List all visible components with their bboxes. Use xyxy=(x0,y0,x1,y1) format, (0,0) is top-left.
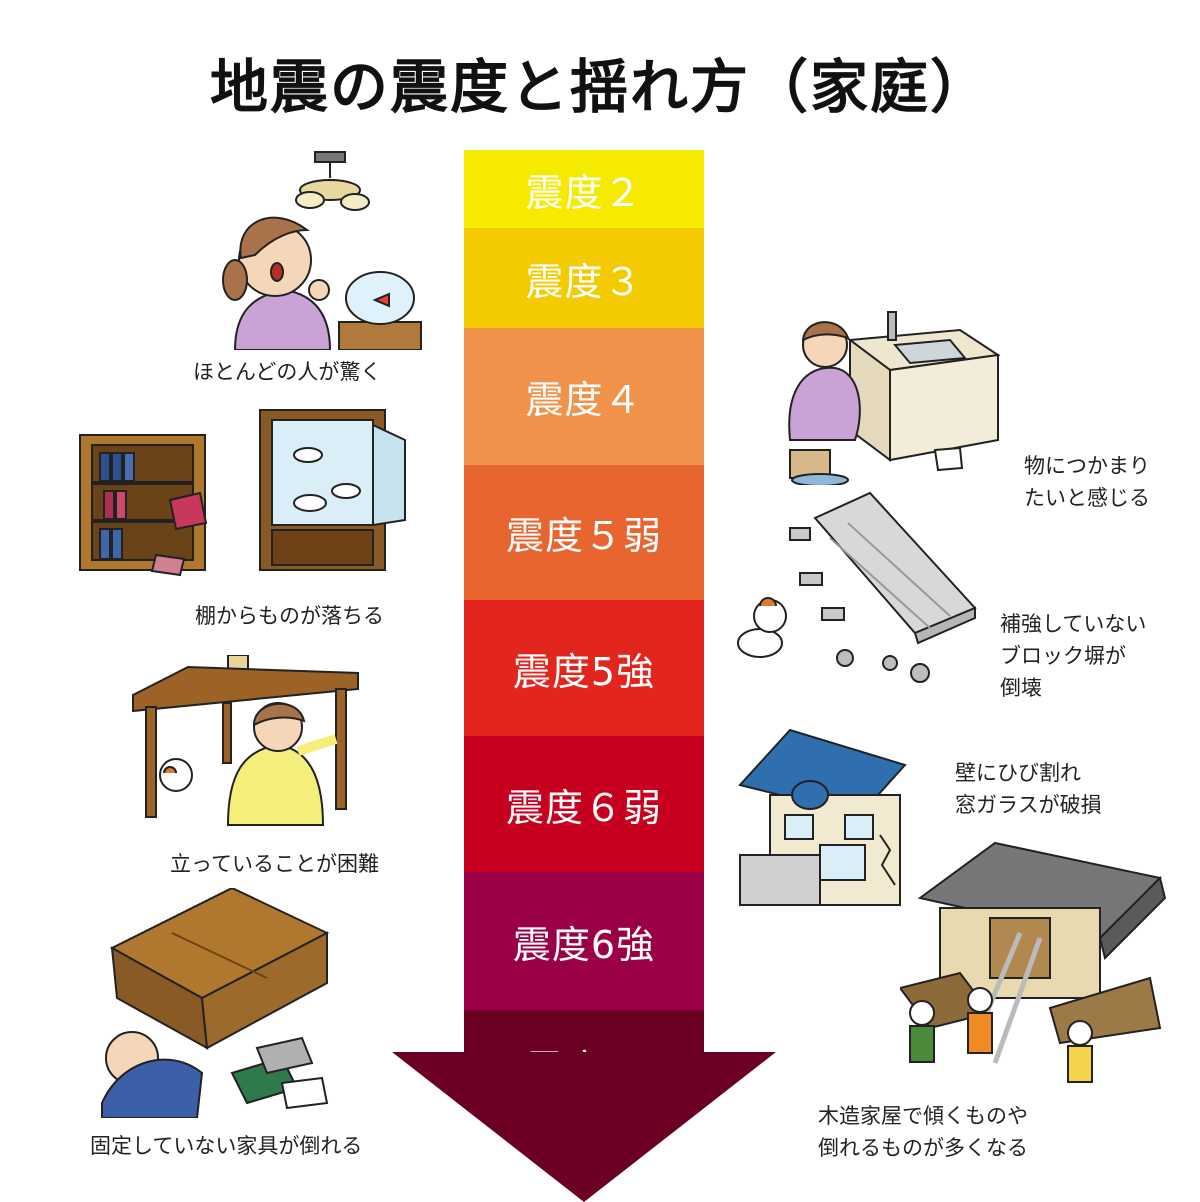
page-title: 地震の震度と揺れ方（家庭） xyxy=(209,53,990,121)
caption-block-wall: 補強していない ブロック塀が 倒壊 xyxy=(1000,612,1147,700)
level-shindo-5-upper: 震度5強 xyxy=(464,600,704,736)
caption-hold-on: 物につかまり たいと感じる xyxy=(1024,454,1150,510)
block-wall-collapse-illustration xyxy=(737,491,977,683)
under-table-illustration xyxy=(132,655,359,826)
level-shindo-4: 震度４ xyxy=(464,328,704,465)
collapsed-house-illustration xyxy=(900,841,1167,1083)
falling-shelves-illustration xyxy=(79,409,406,577)
level-shindo-3: 震度３ xyxy=(464,228,704,328)
caption-shelf-fall: 棚からものが落ちる xyxy=(195,604,384,628)
level-shindo-6-upper: 震度6強 xyxy=(464,872,704,1010)
fallen-furniture-illustration xyxy=(101,888,330,1118)
caption-wooden-houses: 木造家屋で傾くものや 倒れるものが多くなる xyxy=(818,1104,1028,1160)
holding-sink-illustration xyxy=(788,311,1000,485)
level-shindo-5-lower: 震度５弱 xyxy=(464,465,704,600)
caption-furniture-falls: 固定していない家具が倒れる xyxy=(90,1134,363,1158)
caption-wall-cracks: 壁にひび割れ 窓ガラスが破損 xyxy=(955,761,1102,817)
caption-surprised: ほとんどの人が驚く xyxy=(193,360,382,384)
cracked-house-illustration xyxy=(738,728,907,906)
arrow-head xyxy=(392,1052,776,1202)
surprised-person-illustration xyxy=(222,151,422,350)
level-shindo-7: 震度７ xyxy=(464,1010,704,1091)
caption-hard-to-stand: 立っていることが困難 xyxy=(170,852,379,876)
level-shindo-6-lower: 震度６弱 xyxy=(464,736,704,872)
level-shindo-2: 震度２ xyxy=(464,150,704,228)
